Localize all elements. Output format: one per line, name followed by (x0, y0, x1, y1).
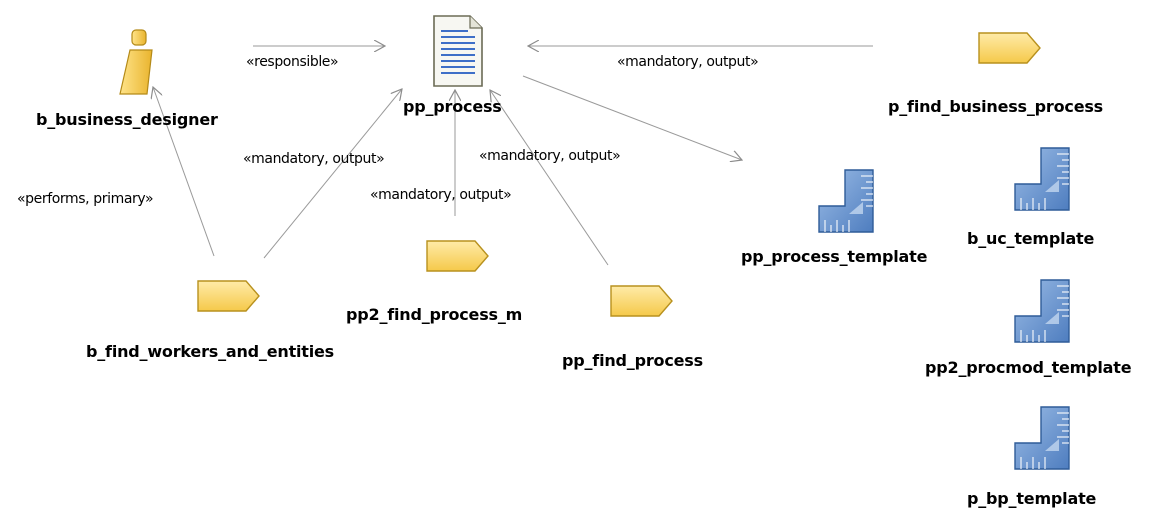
template-ruler-icon (1014, 406, 1070, 470)
node-label-pp-find-process: pp_find_process (562, 351, 703, 370)
edge-performs-primary (153, 87, 215, 257)
edge-label-mandatory-output: «mandatory, output» (243, 151, 385, 167)
node-label-pp-process: pp_process (403, 97, 502, 116)
node-label-business-designer: b_business_designer (36, 110, 218, 129)
artifact-document-icon (433, 15, 483, 87)
task-icon (426, 240, 489, 272)
node-label-p-find-business-process: p_find_business_process (888, 97, 1104, 116)
edge-label-responsible: «responsible» (246, 54, 339, 70)
edge-label-mandatory-output: «mandatory, output» (617, 54, 759, 70)
node-label-b-find-workers-and-entities: b_find_workers_and_entities (86, 342, 335, 361)
edge-label-mandatory-output: «mandatory, output» (370, 187, 512, 203)
edge-workers-to-pp-process (263, 89, 402, 259)
edge-pp-find-process-to-pp-process (490, 90, 609, 266)
edge-label-mandatory-output: «mandatory, output» (479, 148, 621, 164)
node-label-pp2-find-process-m: pp2_find_process_m (346, 305, 523, 324)
template-ruler-icon (1014, 279, 1070, 343)
node-label-pp2-procmod-template: pp2_procmod_template (925, 358, 1132, 377)
node-label-b-uc-template: b_uc_template (967, 229, 1095, 248)
task-icon (978, 32, 1041, 64)
role-icon (119, 29, 153, 95)
node-label-pp-process-template: pp_process_template (741, 247, 928, 266)
template-ruler-icon (1014, 147, 1070, 211)
task-icon (197, 280, 260, 312)
edge-label-performs-primary: «performs, primary» (17, 191, 154, 207)
edge-pp-process-to-template (522, 75, 742, 160)
template-ruler-icon (818, 169, 874, 233)
node-label-p-bp-template: p_bp_template (967, 489, 1097, 508)
task-icon (610, 285, 673, 317)
